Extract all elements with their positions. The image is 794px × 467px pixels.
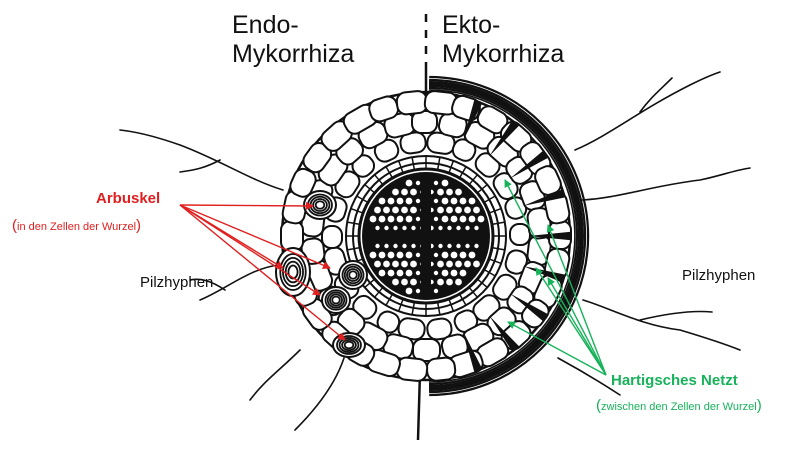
arbuskel-note-text: in den Zellen der Wurzel <box>17 221 136 233</box>
arbuscule-cell <box>322 287 350 313</box>
hartig-note-text: zwischen den Zellen der Wurzel <box>601 401 757 413</box>
cortex-cell <box>510 224 530 245</box>
stele <box>362 172 490 300</box>
pilzhyphen-label-right: Pilzhyphen <box>682 267 755 284</box>
arbuskel-note: (in den Zellen der Wurzel) <box>12 217 141 234</box>
arbuscule-cell <box>333 333 365 357</box>
hartig-net-note: (zwischen den Zellen der Wurzel) <box>596 397 762 414</box>
endo-title-line-1: Endo- <box>232 11 354 40</box>
endo-mykorrhiza-title: Endo- Mykorrhiza <box>232 11 354 69</box>
cortex-cell <box>426 357 456 382</box>
endo-title-line-2: Mykorrhiza <box>232 40 354 69</box>
ekto-title-line-1: Ekto- <box>442 11 564 40</box>
arbuscule-cell <box>339 261 367 289</box>
arbuskel-label: Arbuskel <box>96 190 160 207</box>
cortex-cell <box>396 90 428 115</box>
ekto-title-line-2: Mykorrhiza <box>442 40 564 69</box>
cortex-cell <box>281 221 303 251</box>
hartig-net-label: Hartigsches Netzt <box>611 372 738 389</box>
arbuscule-cell <box>276 248 310 296</box>
cortex-cell <box>396 357 428 382</box>
arbuscule-cell <box>304 191 336 219</box>
cortex-cell <box>322 226 342 248</box>
pilzhyphen-label-left: Pilzhyphen <box>140 274 213 291</box>
ekto-mykorrhiza-title: Ekto- Mykorrhiza <box>442 11 564 69</box>
